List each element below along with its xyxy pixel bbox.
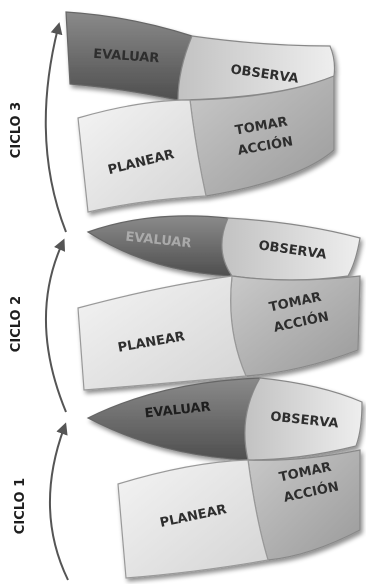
- cycle-2-arrow: [45, 238, 67, 413]
- evaluar-panel: [86, 377, 262, 461]
- cycle-3-label: CICLO 3: [9, 102, 24, 158]
- evaluar-label: EVALUAR: [144, 400, 211, 422]
- cycle-3: [65, 11, 336, 213]
- planear-panel: [77, 275, 247, 391]
- cycle-1-label: CICLO 1: [13, 478, 28, 534]
- cycle-1: [86, 377, 363, 579]
- evaluar-label: EVALUAR: [125, 230, 192, 252]
- observar-panel: [221, 217, 361, 281]
- observar-panel: [244, 377, 363, 461]
- cycle-2: [77, 215, 361, 391]
- cycle-3-arrow: [44, 22, 67, 233]
- planear-panel: [77, 99, 207, 213]
- planear-panel: [117, 459, 269, 579]
- cycle-2-label: CICLO 2: [9, 296, 24, 352]
- cycle-1-arrow: [48, 422, 69, 581]
- observar-label: OBSERVA: [270, 409, 340, 431]
- evaluar-label: EVALUAR: [93, 47, 160, 67]
